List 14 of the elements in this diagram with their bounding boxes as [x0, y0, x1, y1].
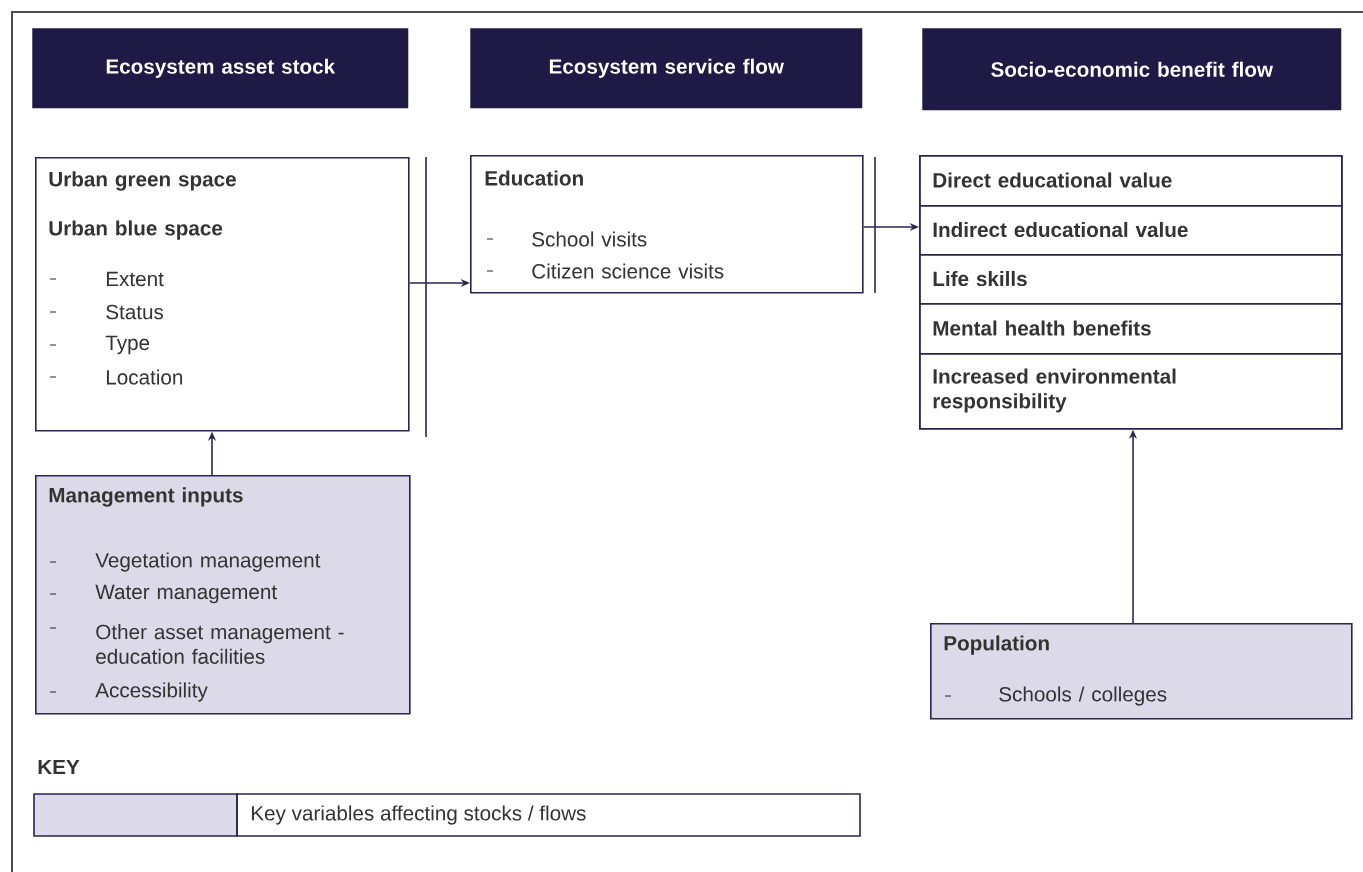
- table-row: Life skills: [919, 254, 1343, 305]
- column-header: Ecosystem asset stock: [32, 28, 409, 109]
- table-row: Indirect educational value: [919, 205, 1343, 256]
- table-row: Direct educational value: [919, 155, 1343, 207]
- legend-entry: Key variables affecting stocks / flows: [236, 793, 861, 837]
- column-header: Socio-economic benefit flow: [922, 28, 1342, 111]
- table-row: Mental health benefits: [919, 303, 1343, 355]
- content-box: Management inputs Vegetation management Water management Other asset management - education facilities Accessibility: [35, 475, 411, 715]
- content-box: Urban green space Urban blue space Extent Status Type Location: [35, 157, 410, 432]
- key-heading: KEY: [38, 759, 80, 775]
- content-box: Population Schools / colleges: [930, 623, 1353, 720]
- table-row: Increased environmental responsibility: [919, 353, 1343, 430]
- content-box: Education School visits Citizen science visits: [470, 155, 864, 294]
- column-header: Ecosystem service flow: [470, 28, 863, 109]
